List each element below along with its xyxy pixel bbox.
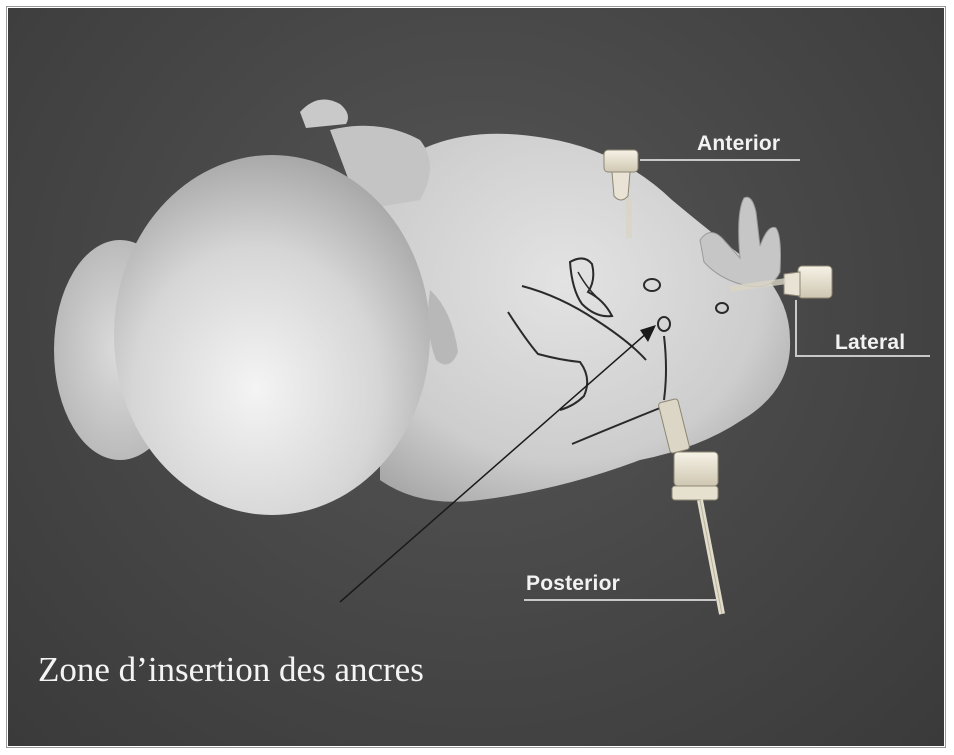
top-knob (300, 100, 348, 129)
large-sphere (114, 155, 430, 515)
figure-caption: Zone d’insertion des ancres (38, 650, 424, 690)
label-lateral: Lateral (835, 331, 905, 355)
label-posterior: Posterior (526, 572, 620, 596)
label-anterior: Anterior (697, 132, 780, 156)
